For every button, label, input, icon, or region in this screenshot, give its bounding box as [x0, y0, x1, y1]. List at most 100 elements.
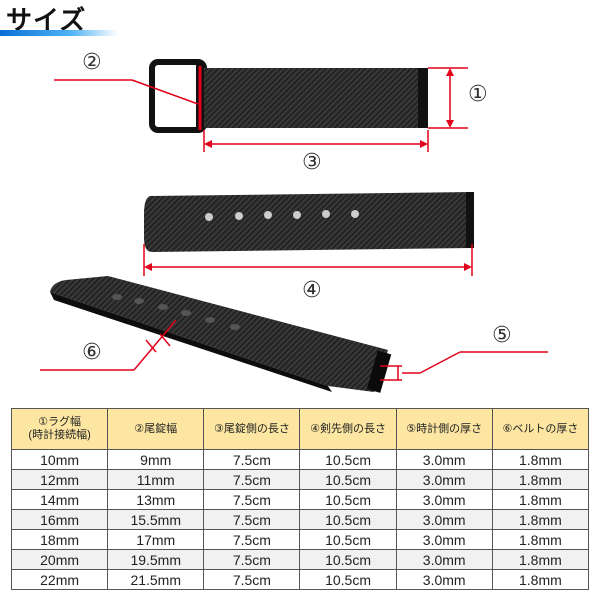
- table-cell: 10.5cm: [299, 469, 397, 490]
- callout-2-label: ②: [82, 50, 102, 75]
- strap-hole: [230, 324, 240, 330]
- header-line: (時計接続幅): [28, 429, 91, 441]
- table-cell: 10.5cm: [299, 549, 397, 570]
- dim-1-arrowhead-top: [446, 68, 454, 76]
- strap-hole: [235, 212, 243, 220]
- strap-hole: [293, 211, 301, 219]
- strap-hole: [351, 210, 359, 218]
- table-cell: 1.8mm: [491, 509, 590, 530]
- angled-strap-side: [50, 292, 332, 392]
- table-cell: 11mm: [107, 469, 205, 490]
- table-cell: 10.5cm: [299, 569, 397, 590]
- table-cell: 10.5cm: [299, 449, 397, 470]
- tip-strap: [144, 192, 474, 252]
- table-cell: 3.0mm: [395, 509, 493, 530]
- callout-5-leader: [419, 351, 461, 374]
- table-cell: 3.0mm: [395, 569, 493, 590]
- dim-3-arrowhead-left: [204, 140, 212, 148]
- table-row: 20mm 19.5mm 7.5cm 10.5cm 3.0mm 1.8mm: [10, 549, 590, 570]
- table-cell: 10.5cm: [299, 509, 397, 530]
- table-row: 14mm 13mm 7.5cm 10.5cm 3.0mm 1.8mm: [10, 489, 590, 510]
- table-cell: 7.5cm: [203, 449, 301, 470]
- callout-2-leader-diag: [131, 79, 199, 105]
- title-underline: [0, 30, 118, 36]
- strap-hole: [322, 210, 330, 218]
- table-cell: 3.0mm: [395, 469, 493, 490]
- strap-diagram: [40, 59, 548, 393]
- table-cell: 1.8mm: [491, 569, 590, 590]
- angled-strap-mesh: [50, 276, 388, 392]
- table-cell: 1.8mm: [491, 549, 590, 570]
- buckle-strap-mesh: [204, 68, 424, 128]
- table-cell: 15.5mm: [107, 509, 205, 530]
- table-cell: 12mm: [10, 469, 109, 490]
- table-cell: 10mm: [10, 449, 109, 470]
- table-cell: 1.8mm: [491, 449, 590, 470]
- table-cell: 7.5cm: [203, 569, 301, 590]
- callout-4-label: ④: [302, 278, 322, 303]
- header-line: ②尾錠幅: [134, 422, 178, 435]
- table-cell: 13mm: [107, 489, 205, 510]
- table-row: 12mm 11mm 7.5cm 10.5cm 3.0mm 1.8mm: [10, 469, 590, 490]
- table-cell: 19.5mm: [107, 549, 205, 570]
- table-cell: 7.5cm: [203, 529, 301, 550]
- table-header-row: ①ラグ幅 (時計接続幅) ②尾錠幅 ③尾錠側の長さ ④剣先側の長さ ⑤時計側の厚…: [10, 408, 590, 450]
- strap-hole: [158, 304, 168, 310]
- table-cell: 21.5mm: [107, 569, 205, 590]
- table-cell: 3.0mm: [395, 529, 493, 550]
- header-buckle-side-length: ③尾錠側の長さ: [203, 408, 301, 450]
- strap-hole: [112, 294, 122, 300]
- callout-3-label: ③: [302, 150, 322, 175]
- strap-hole: [205, 213, 213, 221]
- header-line: ③尾錠側の長さ: [213, 422, 290, 435]
- table-cell: 16mm: [10, 509, 109, 530]
- angled-strap: [50, 276, 392, 393]
- table-row: 16mm 15.5mm 7.5cm 10.5cm 3.0mm 1.8mm: [10, 509, 590, 530]
- header-line: ④剣先側の長さ: [310, 422, 386, 435]
- table-cell: 1.8mm: [491, 529, 590, 550]
- strap-hole: [264, 211, 272, 219]
- strap-hole: [205, 317, 215, 323]
- callout-1-label: ①: [468, 82, 488, 107]
- table-cell: 1.8mm: [491, 489, 590, 510]
- callout-6-leader-diag: [133, 319, 177, 371]
- dim-4-arrowhead-right: [464, 263, 472, 271]
- buckle-strap-end: [418, 68, 428, 128]
- table-cell: 14mm: [10, 489, 109, 510]
- table-row: 10mm 9mm 7.5cm 10.5cm 3.0mm 1.8mm: [10, 449, 590, 470]
- table-cell: 1.8mm: [491, 469, 590, 490]
- belt-thickness-marker-b: [159, 333, 171, 347]
- table-cell: 7.5cm: [203, 489, 301, 510]
- belt-thickness-marker-a: [145, 339, 157, 353]
- table-cell: 10.5cm: [299, 529, 397, 550]
- tip-strap-end: [466, 192, 474, 248]
- strap-hole: [181, 310, 191, 316]
- angled-strap-end: [366, 350, 392, 393]
- dim-1-arrowhead-bottom: [446, 120, 454, 128]
- buckle-strap: [149, 59, 428, 133]
- dim-3-arrowhead-right: [420, 140, 428, 148]
- table-cell: 3.0mm: [395, 489, 493, 510]
- size-table: ①ラグ幅 (時計接続幅) ②尾錠幅 ③尾錠側の長さ ④剣先側の長さ ⑤時計側の厚…: [10, 408, 590, 590]
- table-cell: 7.5cm: [203, 469, 301, 490]
- table-cell: 18mm: [10, 529, 109, 550]
- header-line: ⑥ベルトの厚さ: [502, 422, 579, 435]
- table-row: 18mm 17mm 7.5cm 10.5cm 3.0mm 1.8mm: [10, 529, 590, 550]
- header-watch-side-thickness: ⑤時計側の厚さ: [395, 408, 493, 450]
- header-belt-thickness: ⑥ベルトの厚さ: [491, 408, 590, 450]
- table-cell: 20mm: [10, 549, 109, 570]
- table-cell: 10.5cm: [299, 489, 397, 510]
- table-cell: 7.5cm: [203, 549, 301, 570]
- callout-5-label: ⑤: [492, 323, 512, 348]
- table-cell: 3.0mm: [395, 549, 493, 570]
- table-row: 22mm 21.5mm 7.5cm 10.5cm 3.0mm 1.8mm: [10, 569, 590, 590]
- callout-6-label: ⑥: [82, 340, 102, 365]
- table-cell: 17mm: [107, 529, 205, 550]
- table-cell: 9mm: [107, 449, 205, 470]
- header-tip-side-length: ④剣先側の長さ: [299, 408, 397, 450]
- strap-hole: [134, 298, 144, 304]
- table-cell: 7.5cm: [203, 509, 301, 530]
- table-cell: 22mm: [10, 569, 109, 590]
- table-cell: 3.0mm: [395, 449, 493, 470]
- dim-4-arrowhead-left: [144, 263, 152, 271]
